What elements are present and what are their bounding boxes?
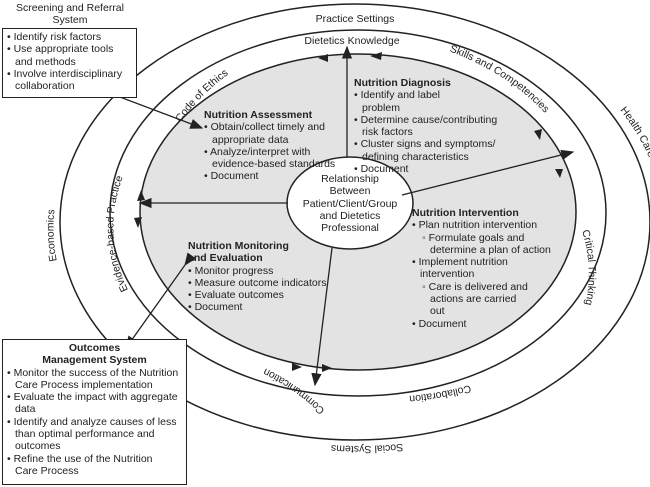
center-line: Between <box>329 185 371 198</box>
intervention-item: Plan nutrition intervention <box>412 219 557 231</box>
outcomes-box: Outcomes Management System Monitor the s… <box>2 339 187 485</box>
intervention-subitem: Formulate goals and determine a plan of … <box>412 232 557 257</box>
diagnosis-section: Nutrition Diagnosis Identify and label p… <box>354 77 509 175</box>
diagnosis-item: Identify and label problem <box>354 89 452 114</box>
intervention-item: Document <box>412 318 557 330</box>
screening-item: Involve interdisciplinary collaboration <box>7 68 132 93</box>
cycle-arrowhead <box>292 363 302 371</box>
outcomes-title: Outcomes <box>68 342 121 354</box>
outcomes-item: Evaluate the impact with aggregate data <box>7 391 182 416</box>
center-relationship-text: Relationship Between Patient/Client/Grou… <box>287 173 413 234</box>
center-line: and Dietetics <box>319 209 381 222</box>
screening-item: Use appropriate tools and methods <box>7 43 132 68</box>
center-line: Patient/Client/Group <box>302 197 398 210</box>
cycle-arrowhead <box>370 52 382 60</box>
outcomes-item: Monitor the success of the Nutrition Car… <box>7 367 182 392</box>
assessment-section: Nutrition Assessment Obtain/collect time… <box>204 109 344 183</box>
monitoring-item: Document <box>188 301 333 313</box>
diagnosis-item: Cluster signs and symptoms/ defining cha… <box>354 138 502 163</box>
screening-connector-arrow <box>119 96 204 129</box>
ring-label-economics: Economics <box>44 209 59 263</box>
screening-box: Identify risk factors Use appropriate to… <box>2 28 137 98</box>
assessment-item: Obtain/collect timely and appropriate da… <box>204 121 344 146</box>
outcomes-item: Refine the use of the Nutrition Care Pro… <box>7 453 165 478</box>
center-line: Professional <box>321 222 379 235</box>
monitoring-section: Nutrition Monitoring and Evaluation Moni… <box>188 240 333 314</box>
screening-title-text: Screening and Referral System <box>16 2 124 27</box>
cycle-arrowhead <box>134 217 142 228</box>
intervention-subitem: Care is delivered and actions are carrie… <box>412 281 530 318</box>
monitoring-item: Measure outcome indicators <box>188 277 333 289</box>
intervention-section: Nutrition Intervention Plan nutrition in… <box>412 207 557 330</box>
ring-label-dietetics-knowledge: Dietetics Knowledge <box>304 35 399 47</box>
screening-title: Screening and Referral System <box>0 2 140 27</box>
ring-label-social-systems: Social Systems <box>331 441 404 455</box>
intervention-title: Nutrition Intervention <box>412 207 519 219</box>
cycle-arrowhead <box>322 364 332 372</box>
outcomes-item: Identify and analyze causes of less than… <box>7 416 180 453</box>
intervention-item: Implement nutrition intervention <box>412 256 520 281</box>
diagnosis-title: Nutrition Diagnosis <box>354 77 451 89</box>
cycle-arrowhead <box>534 129 542 140</box>
monitoring-item: Monitor progress <box>188 265 333 277</box>
monitoring-title: Nutrition Monitoring <box>188 240 289 252</box>
assessment-item: Analyze/interpret with evidence-based st… <box>204 146 344 171</box>
assessment-title: Nutrition Assessment <box>204 109 313 121</box>
diagnosis-item: Determine cause/contributing risk factor… <box>354 114 509 139</box>
outcomes-connector-arrow <box>125 252 197 350</box>
assessment-item: Document <box>204 170 344 182</box>
cycle-arrowhead <box>318 54 328 62</box>
screening-item: Identify risk factors <box>7 31 132 43</box>
monitoring-item: Evaluate outcomes <box>188 289 333 301</box>
center-line: Relationship <box>321 173 379 185</box>
ring-label-practice-settings: Practice Settings <box>316 13 395 25</box>
diagnosis-item: Document <box>354 163 509 175</box>
cycle-arrowhead <box>137 190 145 201</box>
cycle-arrowhead <box>555 169 563 178</box>
outcomes-title: Management System <box>42 354 147 367</box>
monitoring-title: and Evaluation <box>188 252 263 265</box>
